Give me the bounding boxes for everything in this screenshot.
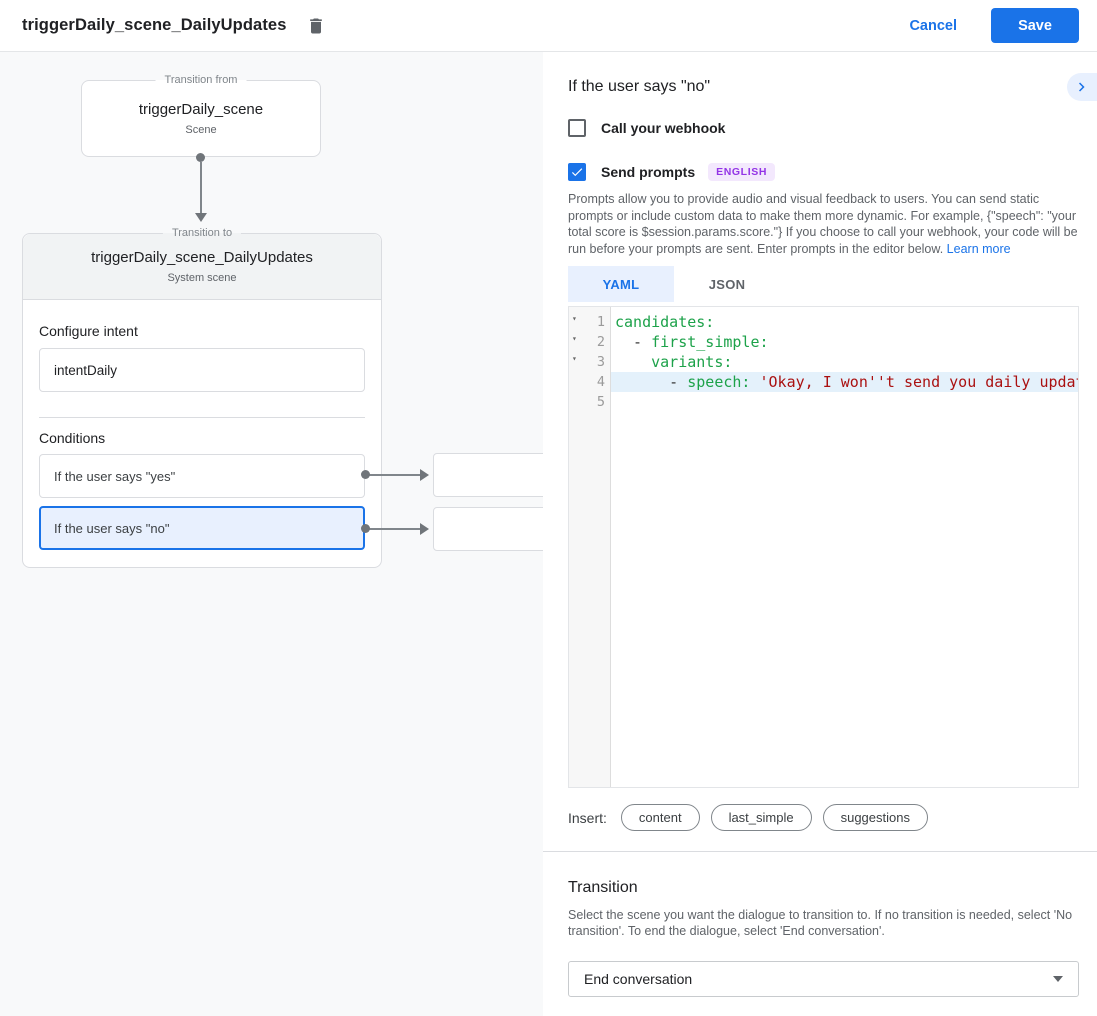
prompts-description: Prompts allow you to provide audio and v… [568, 191, 1079, 257]
transition-to-legend: Transition to [162, 227, 242, 239]
from-node-title: triggerDaily_scene [138, 101, 264, 118]
prompts-description-text: Prompts allow you to provide audio and v… [568, 192, 1078, 256]
cancel-button[interactable]: Cancel [909, 17, 957, 34]
line-number: 5 [596, 394, 605, 410]
gutter-row: ▾1 [569, 312, 610, 332]
insert-last_simple-button[interactable]: last_simple [710, 804, 812, 831]
call-webhook-label: Call your webhook [601, 120, 726, 136]
header-actions: Cancel Save [909, 8, 1079, 43]
line-number: 4 [596, 374, 605, 390]
panel-title-row: If the user says "no" [568, 78, 1079, 96]
collapse-panel-button[interactable] [1067, 73, 1097, 101]
code-token-key: variants: [651, 353, 733, 371]
editor-format-tabs: YAML JSON [568, 266, 1079, 302]
panel-divider [543, 851, 1097, 852]
condition-item[interactable]: If the user says "no" [39, 506, 365, 550]
condition-item[interactable]: If the user says "yes" [39, 454, 365, 498]
connector-dot [361, 470, 370, 479]
transition-to-card: Transition to triggerDaily_scene_DailyUp… [22, 227, 382, 568]
code-token-string: 'Okay, I won''t send you daily updates' [759, 373, 1079, 391]
code-line: variants: [611, 352, 1078, 372]
gutter-row: ▾3 [569, 352, 610, 372]
transition-dropdown-value: End conversation [584, 971, 693, 987]
dropdown-caret-icon [1053, 976, 1063, 982]
code-token-plain: - [615, 373, 688, 391]
code-line: - first_simple: [611, 332, 1078, 352]
from-node-subtitle: Scene [185, 124, 217, 136]
connector-dot [196, 153, 205, 162]
language-badge: ENGLISH [708, 163, 775, 181]
code-token-plain [615, 353, 651, 371]
to-card-title: triggerDaily_scene_DailyUpdates [91, 249, 313, 266]
to-card-subtitle: System scene [167, 272, 237, 284]
insert-row: Insert: content last_simple suggestions [568, 804, 1079, 831]
arrow-down-icon [195, 213, 207, 222]
code-token-key: first_simple: [651, 333, 769, 351]
insert-suggestions-button[interactable]: suggestions [822, 804, 928, 831]
line-number: 1 [596, 314, 605, 330]
insert-label: Insert: [568, 809, 607, 826]
arrow-right-icon [420, 523, 429, 535]
gutter-row: 5 [569, 392, 610, 412]
transition-dropdown[interactable]: End conversation [568, 961, 1079, 997]
transition-from-node[interactable]: Transition from triggerDaily_scene Scene [81, 74, 321, 157]
code-token-plain: - [615, 333, 652, 351]
line-number: 3 [596, 354, 605, 370]
code-token-key: speech: [687, 373, 751, 391]
trash-icon [306, 16, 326, 36]
condition-detail-panel: If the user says "no" Call your webhook … [543, 52, 1097, 1016]
editor-code-area[interactable]: candidates: - first_simple: variants: - … [611, 307, 1078, 787]
connector-line [200, 162, 202, 214]
flow-canvas[interactable]: Transition from triggerDaily_scene Scene… [0, 52, 543, 1016]
target-scene-box[interactable] [433, 453, 543, 497]
configure-intent-label: Configure intent [39, 323, 138, 339]
learn-more-link[interactable]: Learn more [946, 241, 1011, 256]
top-header: triggerDaily_scene_DailyUpdates Cancel S… [0, 0, 1097, 52]
prompts-row: Send prompts ENGLISH [568, 163, 1079, 181]
chevron-right-icon [1073, 78, 1091, 96]
insert-content-button[interactable]: content [620, 804, 700, 831]
code-line: candidates: [611, 312, 1078, 332]
card-divider [39, 417, 365, 418]
gutter-row: ▾2 [569, 332, 610, 352]
connector-dot [361, 524, 370, 533]
page-title: triggerDaily_scene_DailyUpdates [22, 16, 287, 34]
conditions-label: Conditions [39, 430, 106, 446]
tab-json[interactable]: JSON [708, 276, 746, 292]
code-line: - speech: 'Okay, I won''t send you daily… [611, 372, 1078, 392]
line-number: 2 [596, 334, 605, 350]
webhook-row: Call your webhook [568, 119, 1079, 137]
configure-intent-section: Configure intent intentDaily Conditions … [23, 323, 381, 550]
fold-arrow-icon[interactable]: ▾ [572, 314, 577, 323]
target-scene-box[interactable] [433, 507, 543, 551]
fold-arrow-icon[interactable]: ▾ [572, 334, 577, 343]
intent-item[interactable]: intentDaily [39, 348, 365, 392]
tab-yaml[interactable]: YAML [568, 266, 674, 302]
insert-buttons: content last_simple suggestions [607, 804, 928, 831]
connector-line [369, 474, 421, 476]
code-token-plain [750, 373, 759, 391]
connector-line [369, 528, 421, 530]
to-card-header[interactable]: triggerDaily_scene_DailyUpdates System s… [23, 234, 381, 300]
fold-arrow-icon[interactable]: ▾ [572, 354, 577, 363]
delete-button[interactable] [304, 14, 328, 38]
code-token-key: candidates: [615, 313, 715, 331]
send-prompts-label: Send prompts [601, 164, 696, 180]
code-line [611, 392, 1078, 412]
send-prompts-checkbox[interactable] [568, 163, 586, 181]
transition-from-legend: Transition from [155, 74, 247, 86]
transition-heading: Transition [568, 879, 638, 896]
transition-description: Select the scene you want the dialogue t… [568, 908, 1073, 938]
arrow-right-icon [420, 469, 429, 481]
call-webhook-checkbox[interactable] [568, 119, 586, 137]
checkmark-icon [570, 165, 584, 179]
conditions-list: If the user says "yes" If the user says "… [39, 454, 365, 550]
gutter-row: 4 [569, 372, 610, 392]
save-button[interactable]: Save [991, 8, 1079, 43]
panel-title: If the user says "no" [568, 78, 711, 95]
